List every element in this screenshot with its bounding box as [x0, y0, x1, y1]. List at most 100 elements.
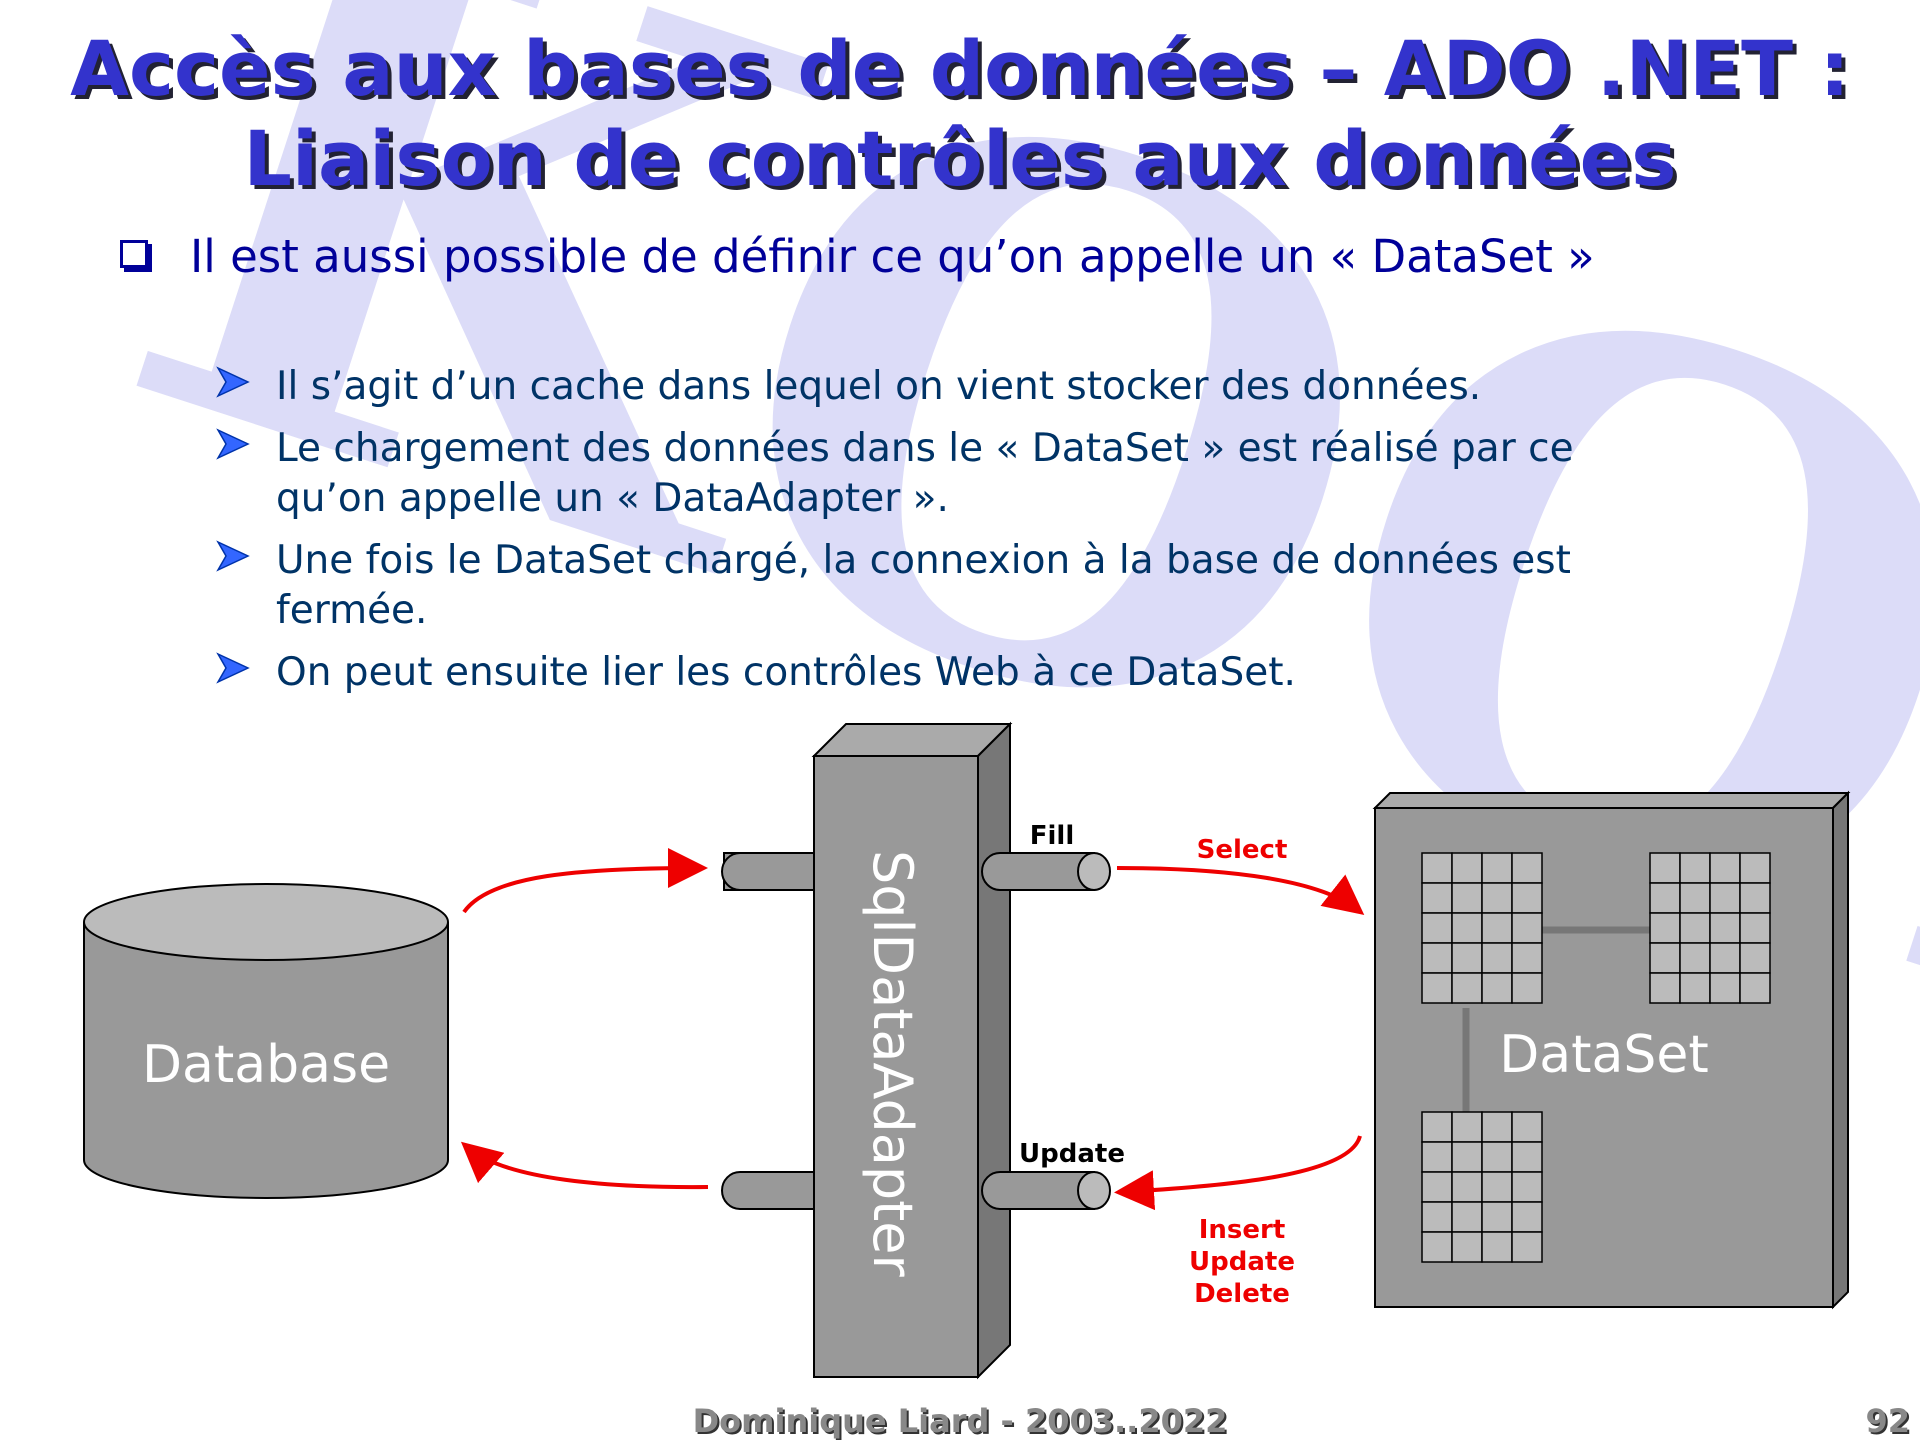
- grid-cell: [1451, 1111, 1483, 1143]
- grid-cell: [1451, 1231, 1483, 1263]
- grid-cell: [1739, 882, 1771, 914]
- sql-data-adapter-box: SqlDataAdapter: [811, 721, 1013, 1380]
- grid-cell: [1709, 852, 1741, 884]
- sub-bullet-line-1: Il s’agit d’un cache dans lequel on vien…: [276, 364, 1482, 409]
- grid-cell: [1481, 972, 1513, 1004]
- list-item: Il s’agit d’un cache dans lequel on vien…: [216, 362, 1776, 412]
- grid-cell: [1421, 1231, 1453, 1263]
- grid-cell: [1421, 972, 1453, 1004]
- grid-cell: [1709, 882, 1741, 914]
- grid-cell: [1451, 1201, 1483, 1233]
- grid-cell: [1511, 1141, 1543, 1173]
- grid-cell: [1481, 1111, 1513, 1143]
- grid-cell: [1709, 912, 1741, 944]
- grid-cell: [1739, 942, 1771, 974]
- grid-cell: [1649, 912, 1681, 944]
- grid-cell: [1511, 942, 1543, 974]
- grid-cell: [1511, 882, 1543, 914]
- grid-cell: [1421, 852, 1453, 884]
- slide-title-line-1: Accès aux bases de données – ADO .NET :: [70, 24, 1850, 113]
- grid-cell: [1511, 1201, 1543, 1233]
- select-label: Select: [1197, 835, 1288, 865]
- slide-title: Accès aux bases de données – ADO .NET : …: [0, 24, 1920, 204]
- data-table-grid: [1421, 852, 1543, 1004]
- grid-cell: [1739, 912, 1771, 944]
- grid-cell: [1739, 852, 1771, 884]
- arrow-db-to-adapter: [462, 848, 708, 914]
- grid-cell: [1649, 882, 1681, 914]
- grid-cell: [1421, 942, 1453, 974]
- grid-cell: [1649, 942, 1681, 974]
- grid-cell: [1649, 972, 1681, 1004]
- arrow-bullet-icon: [216, 540, 250, 572]
- slide-title-line-2: Liaison de contrôles aux données: [243, 114, 1677, 203]
- arrow-bullet-icon: [216, 428, 250, 460]
- grid-cell: [1511, 912, 1543, 944]
- grid-cell: [1709, 972, 1741, 1004]
- page-number: 92: [1865, 1402, 1910, 1440]
- grid-cell: [1451, 852, 1483, 884]
- grid-cell: [1481, 942, 1513, 974]
- grid-cell: [1451, 912, 1483, 944]
- grid-cell: [1421, 1141, 1453, 1173]
- grid-cell: [1421, 1171, 1453, 1203]
- grid-cell: [1511, 972, 1543, 1004]
- grid-cell: [1679, 882, 1711, 914]
- sub-bullet-line-2: fermée.: [276, 588, 428, 633]
- square-bullet-icon: [120, 240, 148, 268]
- grid-cell: [1451, 942, 1483, 974]
- dataset-box: DataSet: [1372, 790, 1851, 1310]
- grid-cell: [1679, 942, 1711, 974]
- database-label: Database: [142, 1035, 390, 1095]
- grid-cell: [1511, 1111, 1543, 1143]
- adapter-right-pipes: [981, 852, 1111, 1210]
- update-op-label: Update: [1189, 1247, 1295, 1277]
- grid-cell: [1739, 972, 1771, 1004]
- arrow-select: [1116, 866, 1365, 915]
- arrow-adapter-to-db: [460, 1141, 709, 1190]
- sub-bullet-list: Il s’agit d’un cache dans lequel on vien…: [216, 362, 1776, 710]
- arrow-bullet-icon: [216, 652, 250, 684]
- sub-bullet-line-1: Le chargement des données dans le « Data…: [276, 426, 1574, 471]
- delete-label: Delete: [1194, 1279, 1290, 1309]
- data-table-grid: [1649, 852, 1771, 1004]
- arrow-bullet-icon: [216, 366, 250, 398]
- grid-cell: [1649, 852, 1681, 884]
- grid-cell: [1481, 1231, 1513, 1263]
- list-item: Une fois le DataSet chargé, la connexion…: [216, 536, 1776, 636]
- list-item: Le chargement des données dans le « Data…: [216, 424, 1776, 524]
- update-label: Update: [1019, 1139, 1125, 1169]
- grid-cell: [1481, 852, 1513, 884]
- fill-label: Fill: [1030, 821, 1075, 851]
- arrow-update: [1114, 1135, 1362, 1211]
- grid-cell: [1481, 882, 1513, 914]
- sub-bullet-line-1: On peut ensuite lier les contrôles Web à…: [276, 650, 1296, 695]
- grid-cell: [1421, 1201, 1453, 1233]
- grid-cell: [1421, 882, 1453, 914]
- insert-label: Insert: [1199, 1215, 1286, 1245]
- grid-cell: [1451, 1141, 1483, 1173]
- data-table-grid: [1421, 1111, 1543, 1263]
- grid-cell: [1679, 912, 1711, 944]
- grid-cell: [1511, 1231, 1543, 1263]
- grid-cell: [1511, 1171, 1543, 1203]
- grid-cell: [1481, 1171, 1513, 1203]
- sub-bullet-line-1: Une fois le DataSet chargé, la connexion…: [276, 538, 1571, 583]
- grid-cell: [1481, 1141, 1513, 1173]
- grid-cell: [1421, 912, 1453, 944]
- grid-cell: [1451, 1171, 1483, 1203]
- list-item: On peut ensuite lier les contrôles Web à…: [216, 648, 1776, 698]
- grid-cell: [1679, 972, 1711, 1004]
- footer-author: Dominique Liard - 2003..2022: [692, 1402, 1228, 1440]
- adapter-label: SqlDataAdapter: [861, 850, 924, 1278]
- grid-cell: [1481, 1201, 1513, 1233]
- grid-cell: [1679, 852, 1711, 884]
- dataset-label: DataSet: [1499, 1025, 1709, 1085]
- ado-diagram: Database SqlDataAdapter Fill Update Data…: [83, 721, 1851, 1380]
- main-bullet-text: Il est aussi possible de définir ce qu’o…: [190, 230, 1595, 283]
- grid-cell: [1511, 852, 1543, 884]
- grid-cell: [1451, 972, 1483, 1004]
- grid-cell: [1451, 882, 1483, 914]
- database-cylinder: Database: [83, 883, 449, 1199]
- adapter-left-pipes: [721, 852, 815, 1210]
